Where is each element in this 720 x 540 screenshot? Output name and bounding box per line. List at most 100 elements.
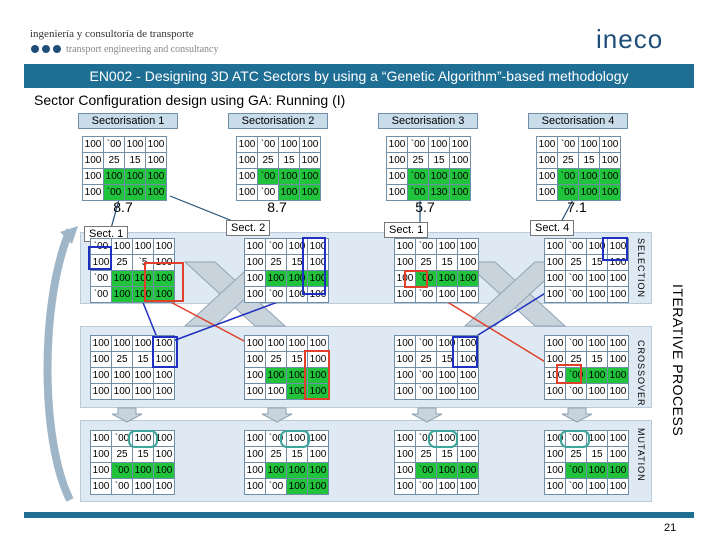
matrix-cell: `00 bbox=[566, 271, 586, 286]
matrix-cell: 25 bbox=[566, 352, 586, 367]
matrix-cell: 100 bbox=[587, 463, 607, 478]
matrix-cell: 100 bbox=[308, 271, 328, 286]
matrix-cell: 100 bbox=[545, 239, 565, 254]
matrix-cell: 100 bbox=[154, 239, 174, 254]
matrix-cell: 100 bbox=[458, 447, 478, 462]
matrix-cell: `00 bbox=[566, 239, 586, 254]
matrix-cell: 100 bbox=[133, 384, 153, 399]
matrix-cell: 100 bbox=[387, 137, 407, 152]
matrix-cell: 100 bbox=[537, 185, 557, 200]
matrix-cell: 100 bbox=[133, 479, 153, 494]
matrix-cell: 100 bbox=[245, 479, 265, 494]
matrix-cell: 100 bbox=[91, 463, 111, 478]
matrix-cell: `00 bbox=[112, 431, 132, 446]
matrix-cell: 100 bbox=[287, 463, 307, 478]
crossover-label: CROSSOVER bbox=[636, 340, 646, 407]
matrix-cell: 15 bbox=[279, 153, 299, 168]
matrix-cell: `00 bbox=[408, 169, 428, 184]
fitness-value-2: 8.7 bbox=[267, 199, 287, 215]
matrix-cell: 100 bbox=[104, 169, 124, 184]
matrix-cell: 100 bbox=[458, 239, 478, 254]
matrix-cell: 100 bbox=[266, 463, 286, 478]
matrix-cell: 15 bbox=[429, 153, 449, 168]
matrix-cell: 100 bbox=[125, 137, 145, 152]
matrix-cell: 100 bbox=[458, 271, 478, 286]
matrix-cell: 100 bbox=[308, 431, 328, 446]
matrix-cell: 100 bbox=[308, 336, 328, 351]
matrix-cell: 100 bbox=[395, 463, 415, 478]
matrix-cell: 100 bbox=[608, 463, 628, 478]
matrix-cell: 100 bbox=[133, 463, 153, 478]
matrix-cell: `00 bbox=[558, 185, 578, 200]
fitness-value-4: 7.1 bbox=[567, 199, 587, 215]
matrix-cell: 100 bbox=[308, 255, 328, 270]
matrix-cell: 100 bbox=[458, 287, 478, 302]
matrix-cell: 100 bbox=[308, 368, 328, 383]
matrix-cell: 100 bbox=[387, 153, 407, 168]
matrix-cell: 100 bbox=[287, 368, 307, 383]
matrix-cell: 100 bbox=[91, 336, 111, 351]
matrix-cell: 100 bbox=[600, 185, 620, 200]
matrix-cell: `00 bbox=[416, 463, 436, 478]
matrix-cell: 100 bbox=[83, 169, 103, 184]
matrix-cell: 25 bbox=[266, 447, 286, 462]
matrix-cell: 100 bbox=[133, 287, 153, 302]
matrix-cell: `00 bbox=[91, 239, 111, 254]
matrix-cell: 100 bbox=[245, 239, 265, 254]
matrix-cell: 100 bbox=[245, 447, 265, 462]
matrix-cell: 100 bbox=[579, 137, 599, 152]
matrix-cell: 100 bbox=[146, 137, 166, 152]
matrix-cell: `00 bbox=[408, 137, 428, 152]
matrix-cell: 100 bbox=[395, 479, 415, 494]
matrix-cell: 100 bbox=[458, 352, 478, 367]
matrix-cell: `00 bbox=[416, 368, 436, 383]
matrix-cell: 100 bbox=[437, 368, 457, 383]
matrix-cell: 100 bbox=[287, 271, 307, 286]
matrix-cell: `00 bbox=[566, 463, 586, 478]
matrix-cell: 100 bbox=[154, 352, 174, 367]
matrix-cell: `00 bbox=[416, 271, 436, 286]
matrix-cell: 15 bbox=[287, 352, 307, 367]
matrix-cell: 100 bbox=[300, 137, 320, 152]
matrix-cell: 100 bbox=[608, 368, 628, 383]
matrix-cell: 15 bbox=[587, 352, 607, 367]
matrix-cell: 100 bbox=[458, 463, 478, 478]
matrix-cell: `00 bbox=[104, 185, 124, 200]
company-logo: ineco bbox=[596, 24, 664, 54]
matrix-cell: `00 bbox=[258, 185, 278, 200]
fitness-value-3: 5.7 bbox=[415, 199, 435, 215]
matrix-cell: `00 bbox=[558, 169, 578, 184]
matrix-cell: 100 bbox=[458, 384, 478, 399]
matrix-cell: 100 bbox=[300, 153, 320, 168]
matrix-cell: 100 bbox=[133, 368, 153, 383]
matrix-cell: 15 bbox=[133, 447, 153, 462]
sectorisation-header-3: Sectorisation 3 bbox=[378, 113, 478, 129]
matrix-cell: 100 bbox=[245, 463, 265, 478]
matrix-cell: 100 bbox=[83, 137, 103, 152]
matrix-cell: 100 bbox=[91, 368, 111, 383]
matrix-cell: 100 bbox=[450, 185, 470, 200]
matrix-cell: 100 bbox=[545, 479, 565, 494]
matrix-cell: 15 bbox=[587, 447, 607, 462]
matrix-cell: 100 bbox=[608, 431, 628, 446]
matrix-cell: `00 bbox=[408, 185, 428, 200]
matrix-cell: 100 bbox=[545, 368, 565, 383]
matrix-cell: 100 bbox=[300, 185, 320, 200]
sect-label-3: Sect. 1 bbox=[384, 222, 429, 238]
matrix-cell: 100 bbox=[287, 384, 307, 399]
matrix-cell: 100 bbox=[579, 169, 599, 184]
matrix-cell: 100 bbox=[608, 479, 628, 494]
matrix-cell: 100 bbox=[287, 287, 307, 302]
matrix-cell: `00 bbox=[416, 384, 436, 399]
matrix-cell: 100 bbox=[545, 447, 565, 462]
matrix-cell: 15 bbox=[587, 255, 607, 270]
matrix-cell: 100 bbox=[429, 137, 449, 152]
